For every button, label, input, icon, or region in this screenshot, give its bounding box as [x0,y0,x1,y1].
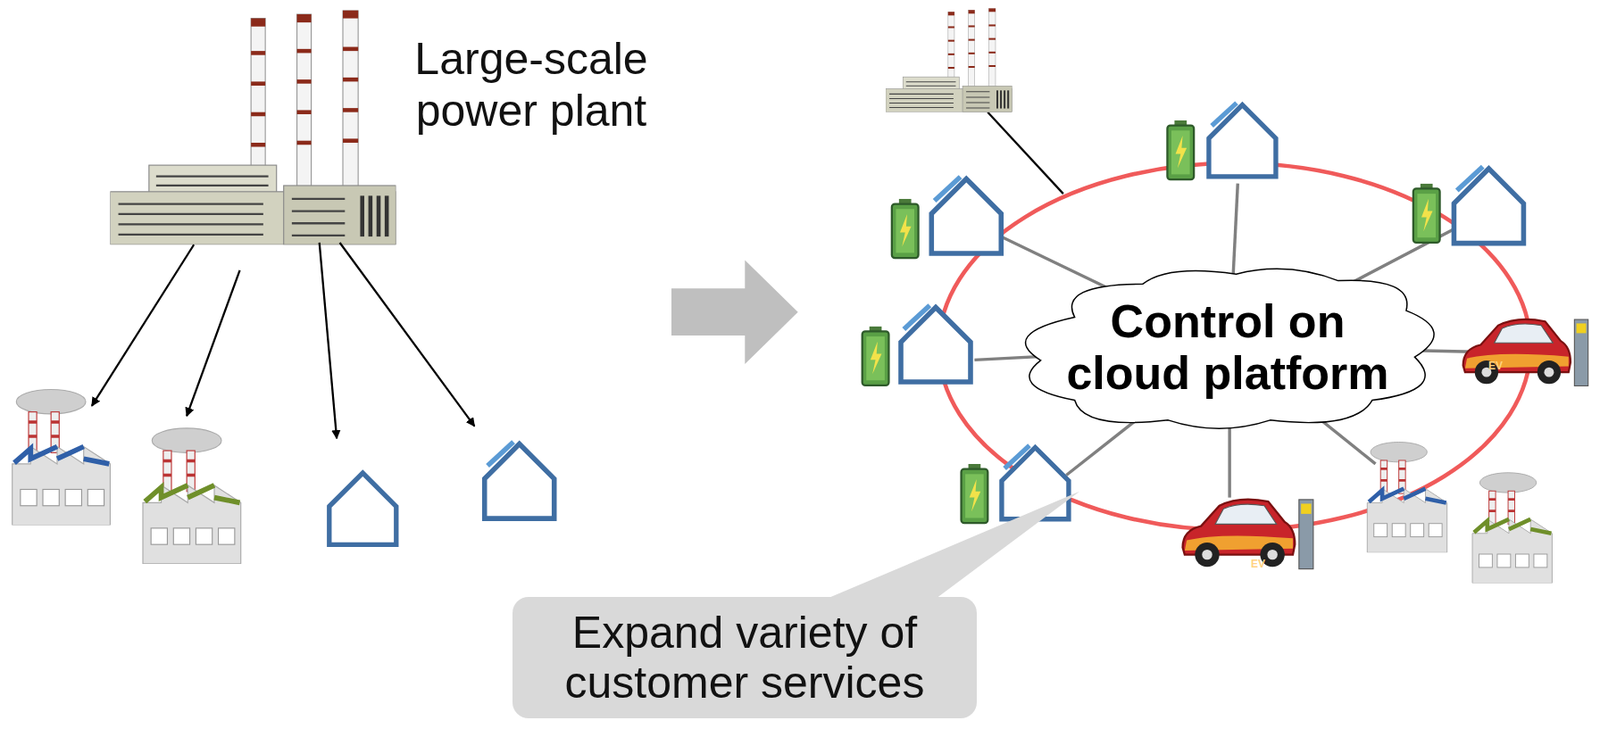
callout-box: Expand variety of customer services [512,597,977,719]
ev-mark: EV [1244,558,1272,572]
plant-label: Large-scale power plant [379,33,684,137]
cloud-node: Control on cloud platform [1015,264,1441,431]
text-group: Expand variety of customer services [530,608,959,709]
cloud-text: Control on cloud platform [1053,295,1402,400]
text-group: Control on cloud platform [1053,295,1402,400]
callout-text: Expand variety of customer services [530,608,959,709]
ev-mark: EV [1482,360,1509,374]
